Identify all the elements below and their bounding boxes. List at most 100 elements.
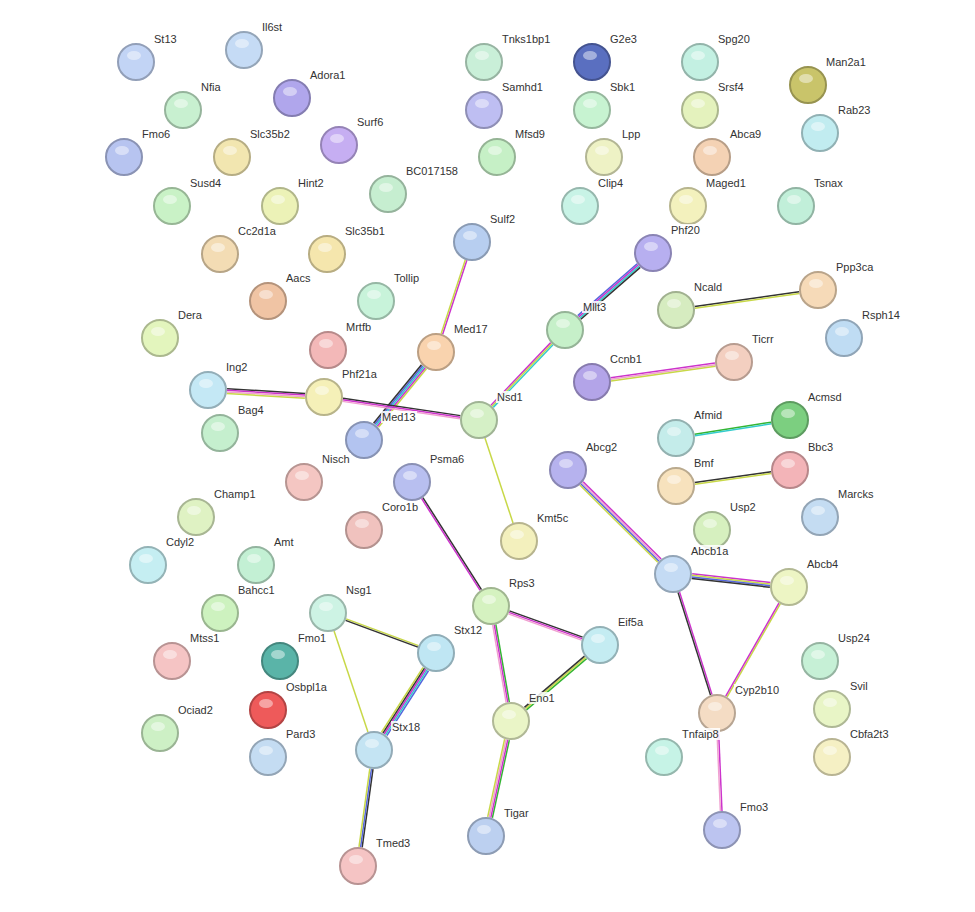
- protein-node: Mfsd9: [478, 138, 516, 176]
- node-highlight: [725, 351, 739, 360]
- node-highlight: [475, 99, 489, 108]
- protein-label: Eif5a: [617, 616, 644, 628]
- protein-node: Man2a1: [789, 66, 827, 104]
- protein-node: Med17: [417, 333, 455, 371]
- protein-node: Ccnb1: [573, 363, 611, 401]
- node-highlight: [595, 146, 609, 155]
- evidence-line: [377, 368, 425, 427]
- protein-label: Nsg1: [345, 584, 373, 596]
- node-highlight: [151, 327, 165, 336]
- interaction-edge: [695, 472, 772, 484]
- protein-node: Srsf4: [681, 91, 719, 129]
- node-highlight: [271, 650, 285, 659]
- protein-node: Sbk1: [573, 91, 611, 129]
- evidence-line: [382, 667, 424, 732]
- evidence-line: [581, 484, 659, 561]
- protein-label: Dera: [177, 309, 203, 321]
- protein-node: Nfia: [164, 91, 202, 129]
- protein-label: Coro1b: [381, 501, 419, 513]
- evidence-line: [493, 625, 506, 703]
- node-highlight: [664, 563, 678, 572]
- evidence-line: [489, 739, 506, 817]
- protein-node: Med13: [345, 421, 383, 459]
- node-highlight: [470, 409, 484, 418]
- node-highlight: [781, 459, 795, 468]
- protein-label: Rab23: [837, 104, 871, 116]
- node-highlight: [811, 122, 825, 131]
- protein-node: Dera: [141, 319, 179, 357]
- interaction-edge: [485, 438, 513, 523]
- node-highlight: [510, 530, 524, 539]
- protein-label: Surf6: [356, 116, 384, 128]
- protein-label: Bmf: [693, 457, 715, 469]
- evidence-line: [695, 472, 771, 483]
- node-highlight: [591, 634, 605, 643]
- protein-node: Cdyl2: [129, 546, 167, 584]
- protein-node: Abcb1a: [654, 555, 692, 593]
- evidence-line: [726, 603, 779, 696]
- protein-node: Mllt3: [546, 311, 584, 349]
- protein-label: Rsph14: [861, 309, 901, 321]
- protein-node: Psma6: [393, 463, 431, 501]
- node-highlight: [556, 319, 570, 328]
- protein-node: Fmo1: [261, 642, 299, 680]
- node-highlight: [318, 243, 332, 252]
- protein-label: Mtss1: [189, 632, 220, 644]
- evidence-line: [423, 498, 482, 590]
- protein-label: Rps3: [508, 577, 536, 589]
- protein-node: Pard3: [249, 738, 287, 776]
- protein-node: Tsnax: [777, 187, 815, 225]
- node-highlight: [211, 602, 225, 611]
- evidence-line: [692, 577, 770, 586]
- evidence-line: [387, 671, 429, 736]
- protein-label: Susd4: [189, 177, 222, 189]
- protein-label: Cc2d1a: [237, 225, 277, 237]
- node-highlight: [502, 710, 516, 719]
- protein-label: Cyp2b10: [734, 684, 780, 696]
- interaction-edge: [491, 343, 553, 408]
- evidence-line: [695, 473, 771, 484]
- protein-label: Eno1: [528, 692, 556, 704]
- protein-node: Marcks: [801, 498, 839, 536]
- interaction-edge: [726, 603, 781, 697]
- interaction-edge: [508, 611, 582, 640]
- protein-node: Tollip: [357, 282, 395, 320]
- interaction-edge: [524, 656, 586, 710]
- protein-node: St13: [117, 43, 155, 81]
- protein-label: Phf20: [670, 224, 701, 236]
- protein-label: Usp24: [837, 632, 871, 644]
- evidence-line: [386, 670, 428, 735]
- protein-node: Svil: [813, 690, 851, 728]
- evidence-line: [679, 592, 712, 695]
- node-highlight: [330, 134, 344, 143]
- protein-label: Il6st: [261, 21, 283, 33]
- protein-node: Nsg1: [309, 594, 347, 632]
- protein-label: Afmid: [693, 409, 723, 421]
- evidence-line: [375, 366, 423, 425]
- protein-label: Med17: [453, 323, 489, 335]
- node-highlight: [667, 475, 681, 484]
- protein-label: Marcks: [837, 488, 874, 500]
- protein-node: Sulf2: [453, 223, 491, 261]
- node-highlight: [488, 146, 502, 155]
- protein-node: Abcg2: [549, 451, 587, 489]
- protein-label: Samhd1: [501, 81, 544, 93]
- interaction-edge: [611, 363, 716, 381]
- protein-node: Cbfa2t3: [813, 738, 851, 776]
- node-highlight: [187, 506, 201, 515]
- evidence-line: [334, 631, 368, 732]
- node-highlight: [259, 290, 273, 299]
- protein-node: BC017158: [369, 175, 407, 213]
- protein-label: Tollip: [393, 272, 420, 284]
- node-highlight: [163, 650, 177, 659]
- evidence-line: [727, 604, 780, 697]
- evidence-line: [579, 265, 638, 317]
- evidence-line: [384, 669, 426, 734]
- evidence-line: [583, 482, 661, 559]
- protein-label: Fmo3: [739, 801, 769, 813]
- node-highlight: [355, 429, 369, 438]
- protein-node: Slc35b1: [308, 235, 346, 273]
- evidence-line: [508, 614, 581, 640]
- evidence-line: [383, 668, 425, 733]
- protein-label: Fmo1: [297, 632, 327, 644]
